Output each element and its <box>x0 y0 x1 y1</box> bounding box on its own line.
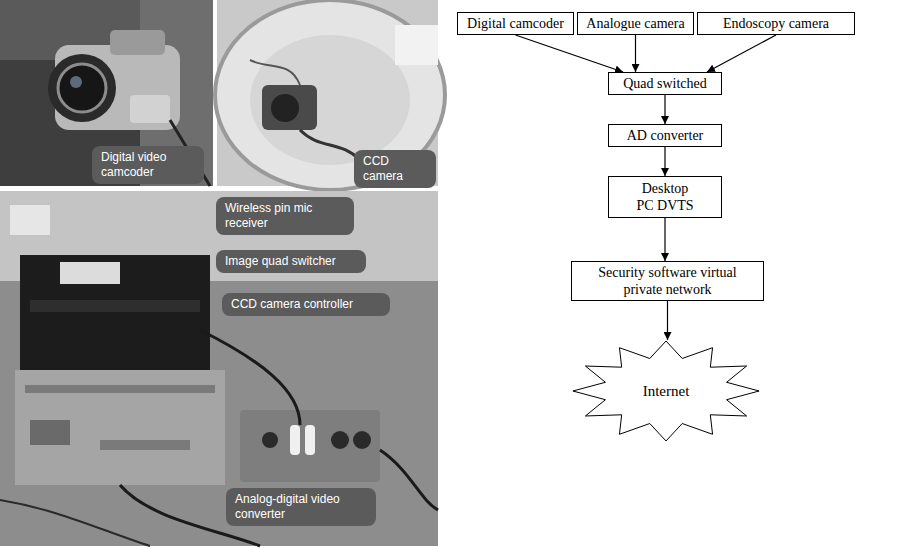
camcorder-photo <box>0 0 213 186</box>
callout-text: CCD camera <box>363 154 427 184</box>
photo-callout: CCD camera <box>354 150 436 188</box>
process-box: Desktop PC DVTS <box>608 176 722 218</box>
node-text: Quad switched <box>623 75 707 92</box>
source-box: Digital camcoder <box>457 12 574 35</box>
source-box: Endoscopy camera <box>697 12 855 35</box>
callout-text: CCD camera controller <box>231 297 381 312</box>
flow-arrow <box>664 218 665 261</box>
node-text: Endoscopy camera <box>723 15 829 32</box>
node-text: Internet <box>643 382 690 400</box>
node-text: Security software virtual private networ… <box>594 264 741 298</box>
source-box: Analogue camera <box>577 12 694 35</box>
photo-callout: Wireless pin mic receiver <box>216 197 354 235</box>
flow-arrow <box>664 95 665 124</box>
process-box: Security software virtual private networ… <box>571 261 764 301</box>
flow-arrow <box>667 301 668 340</box>
photo-callout: Image quad switcher <box>216 250 366 273</box>
callout-text: Analog-digital video converter <box>235 492 367 522</box>
callout-text: Digital video camcoder <box>101 150 195 180</box>
process-box: AD converter <box>608 124 722 147</box>
photo-callout: Digital video camcoder <box>92 146 204 184</box>
node-text: Analogue camera <box>586 15 684 32</box>
ccd-camera-photo <box>215 0 445 190</box>
flow-arrow <box>664 147 665 176</box>
flow-arrow <box>635 35 636 72</box>
callout-text: Wireless pin mic receiver <box>225 201 345 231</box>
photo-callout: CCD camera controller <box>222 293 390 316</box>
node-text: AD converter <box>627 127 704 144</box>
callout-text: Image quad switcher <box>225 254 357 269</box>
node-text: Desktop PC DVTS <box>633 180 697 214</box>
process-box: Quad switched <box>608 72 722 95</box>
node-text: Digital camcoder <box>467 15 564 32</box>
equipment-photo <box>0 191 438 546</box>
photo-callout: Analog-digital video converter <box>226 488 376 526</box>
flow-arrow <box>516 35 624 72</box>
internet-star: Internet <box>571 340 761 442</box>
flow-arrow <box>707 35 776 72</box>
star-shape <box>573 341 759 441</box>
